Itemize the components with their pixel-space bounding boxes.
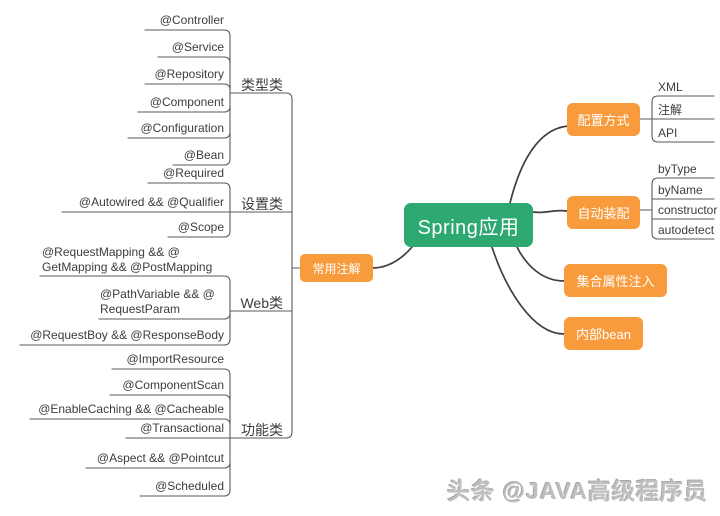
branch-node-annotations[interactable]: 常用注解 [300,254,373,282]
leaf-node[interactable]: @Required [163,166,224,180]
leaf-node[interactable]: API [658,126,678,140]
leaf-node[interactable]: @Configuration [140,121,224,135]
leaf-node[interactable]: @RequestBoy && @ResponseBody [30,328,224,342]
branch-node-config-methods[interactable]: 配置方式 [567,103,640,136]
category-node-type[interactable]: 类型类 [241,77,283,93]
leaf-node[interactable]: byName [658,183,703,197]
leaf-node[interactable]: @ComponentScan [122,378,224,392]
category-node-settings[interactable]: 设置类 [241,196,283,212]
leaf-node[interactable]: @Controller [159,13,224,27]
category-node-function[interactable]: 功能类 [241,422,283,438]
leaf-node[interactable]: @ImportResource [126,352,224,366]
leaf-node[interactable]: @Scheduled [155,479,224,493]
leaf-node[interactable]: XML [658,80,683,94]
leaf-node[interactable]: @Service [171,40,224,54]
root-node[interactable]: Spring应用 [404,203,533,247]
leaf-node[interactable]: @Transactional [140,421,224,435]
leaf-node[interactable]: @Bean [183,148,224,162]
leaf-node[interactable]: @Scope [177,220,224,234]
leaf-node[interactable]: autodetect [658,223,715,237]
leaf-node[interactable]: @Component [149,95,224,109]
watermark-text: 头条 @JAVA高级程序员 [447,478,708,504]
branch-node-autowiring[interactable]: 自动装配 [567,196,640,229]
leaf-node[interactable]: @RequestMapping && @ GetMapping && @Post… [42,245,213,274]
leaf-node[interactable]: @EnableCaching && @Cacheable [38,402,224,416]
branch-node-collection-injection[interactable]: 集合属性注入 [564,264,667,297]
leaf-node[interactable]: @Aspect && @Pointcut [96,451,224,465]
branch-node-inner-bean[interactable]: 内部bean [564,317,643,350]
leaf-node[interactable]: byType [658,162,697,176]
category-node-web[interactable]: Web类 [240,295,283,311]
leaf-node[interactable]: 注解 [658,103,683,117]
leaf-node[interactable]: @Autowired && @Qualifier [78,195,224,209]
leaf-node[interactable]: constructor [658,203,718,217]
leaf-node[interactable]: @PathVariable && @ RequestParam [100,287,215,316]
leaf-node[interactable]: @Repository [154,67,224,81]
